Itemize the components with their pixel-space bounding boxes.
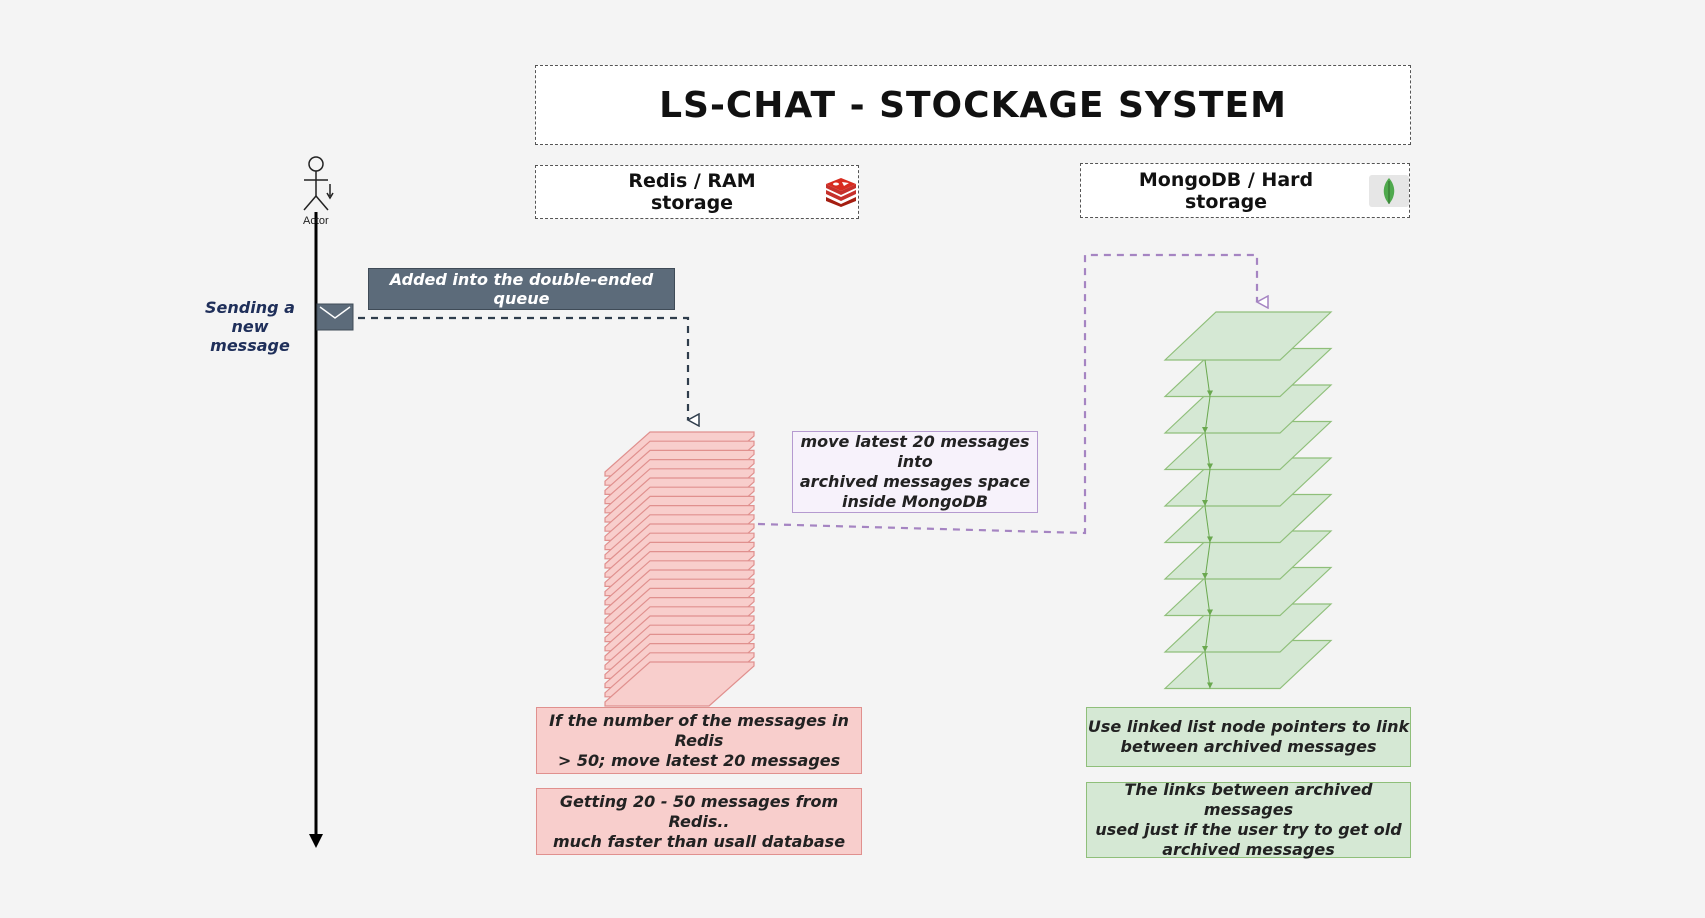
linked-list-pointer (1204, 578, 1211, 616)
mongodb-header-label: MongoDB / Hard storage (1138, 168, 1314, 213)
pointer-arrowhead (1202, 573, 1208, 579)
linked-list-pointer (1204, 396, 1211, 434)
title-box: LS-CHAT - STOCKAGE SYSTEM (535, 65, 1411, 145)
envelope-icon[interactable] (316, 303, 354, 331)
pointer-arrowhead (1202, 646, 1208, 652)
linked-list-note: Use linked list node pointers to link be… (1086, 707, 1411, 767)
linked-list-pointer (1204, 651, 1211, 689)
pointer-arrowhead (1207, 682, 1213, 689)
linked-list-pointer (1204, 542, 1211, 580)
redis-header-label: Redis / RAM storage (628, 170, 756, 214)
pointer-arrowhead (1202, 500, 1208, 506)
linked-list-pointer (1204, 469, 1211, 507)
pointer-arrowhead (1207, 609, 1213, 616)
pointer-arrowhead (1207, 463, 1213, 470)
actor-figure (303, 156, 334, 211)
sending-message-label: Sending a new message (205, 298, 295, 355)
redis-speed-note: Getting 20 - 50 messages from Redis.. mu… (536, 788, 862, 855)
redis-header-box: Redis / RAM storage (535, 165, 859, 219)
mongodb-archive-stack (1163, 311, 1333, 690)
redis-threshold-note: If the number of the messages in Redis >… (536, 707, 862, 774)
mongodb-plane (1163, 311, 1333, 361)
mongodb-leaf-icon (1369, 174, 1409, 207)
linked-list-pointer (1204, 359, 1211, 397)
redis-message-stack (604, 431, 755, 707)
actor-label: Actor (303, 215, 329, 227)
queue-label: Added into the double-ended queue (368, 268, 675, 310)
archived-links-note: The links between archived messages used… (1086, 780, 1411, 859)
pointer-arrowhead (1207, 390, 1213, 397)
queue-arrow (358, 316, 688, 420)
linked-list-pointer (1204, 505, 1211, 543)
timeline-arrowhead (309, 834, 323, 848)
linked-list-pointer (1204, 615, 1211, 653)
page-title: LS-CHAT - STOCKAGE SYSTEM (659, 84, 1287, 126)
move-messages-label: move latest 20 messages into archived me… (792, 431, 1038, 513)
pointer-arrowhead (1207, 536, 1213, 543)
redis-icon (824, 177, 858, 207)
redis-layer (604, 661, 755, 707)
linked-list-pointer (1204, 432, 1211, 470)
pointer-arrowhead (1202, 427, 1208, 433)
mongodb-header-box: MongoDB / Hard storage (1080, 163, 1410, 218)
